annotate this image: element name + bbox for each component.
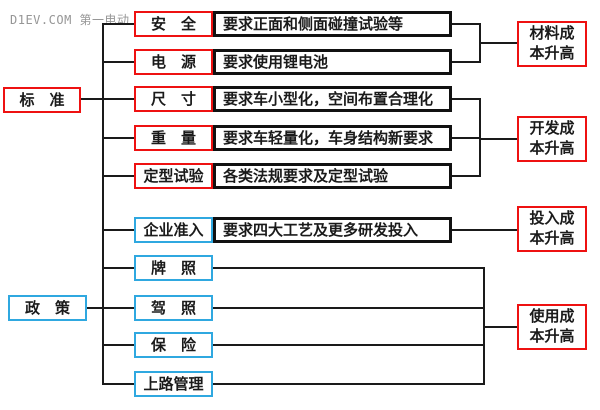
connector-line [104,61,134,63]
desc-power: 要求使用锂电池 [213,49,452,75]
connector-line [104,137,134,139]
desc-size: 要求车小型化，空间布置合理化 [213,86,452,112]
outcome-usage-cost: 使用成本升高 [517,304,587,350]
desc-weight: 要求车轻量化，车身结构新要求 [213,125,452,151]
connector-line [104,383,134,385]
node-type-test: 定型试验 [134,163,213,189]
connector-line [104,344,134,346]
watermark: D1EV.COM 第一电动 [10,13,130,27]
desc-enterprise-access: 要求四大工艺及更多研发投入 [213,217,452,243]
connector-line [481,138,517,140]
connector-line [483,267,485,385]
node-weight: 重 量 [134,125,213,151]
node-standard: 标 准 [3,87,81,113]
connector-line [213,383,485,385]
connector-line [452,98,481,100]
connector-line [452,137,481,139]
connector-line [104,267,134,269]
node-size: 尺 寸 [134,86,213,112]
connector-line [479,23,481,63]
connector-line [452,175,481,177]
node-license-plate: 牌 照 [134,255,213,281]
connector-line [104,229,134,231]
connector-line [81,98,134,100]
connector-line [213,344,485,346]
connector-line [481,42,517,44]
desc-type-test: 各类法规要求及定型试验 [213,163,452,189]
connector-line [452,23,481,25]
outcome-material-cost: 材料成本升高 [517,21,587,67]
connector-line [452,229,517,231]
node-enterprise-access: 企业准入 [134,217,213,243]
connector-line [485,326,517,328]
connector-line [452,61,481,63]
outcome-investment-cost: 投入成本升高 [517,206,587,252]
node-drivers-license: 驾 照 [134,295,213,321]
connector-line [213,267,485,269]
connector-line [479,98,481,177]
connector-line [104,175,134,177]
node-insurance: 保 险 [134,332,213,358]
node-safety: 安 全 [134,11,213,37]
connector-trunk [102,23,104,385]
node-power: 电 源 [134,49,213,75]
node-policy: 政 策 [8,295,87,321]
desc-safety: 要求正面和侧面碰撞试验等 [213,11,452,37]
connector-line [87,307,134,309]
outcome-development-cost: 开发成本升高 [517,116,587,162]
connector-line [104,23,134,25]
connector-line [213,307,485,309]
node-road-management: 上路管理 [134,371,213,397]
